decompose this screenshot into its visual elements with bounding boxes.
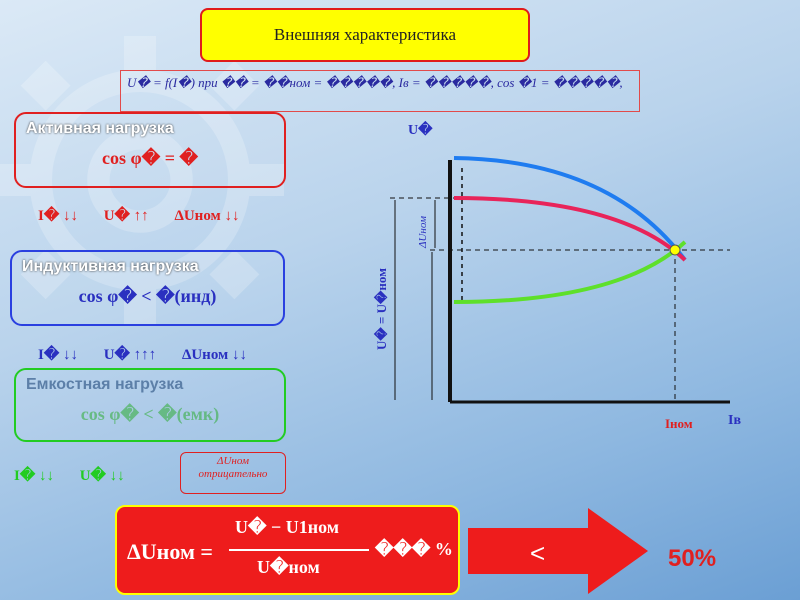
relation-item: U� ↓↓ — [79, 468, 125, 484]
page-title: Внешняя характеристика — [200, 8, 530, 62]
relation-item: I� ↓↓ — [38, 347, 78, 363]
inductive-load-box: Индуктивная нагрузка cos φ� < �(инд) — [10, 250, 285, 326]
y-axis-label: U� — [408, 120, 433, 138]
arrow-symbol: < — [530, 538, 545, 568]
relation-item: ΔUном ↓↓ — [181, 347, 247, 363]
negative-delta-note: ΔUном отрицательно — [180, 452, 286, 494]
delta-u-formula-box: ΔUном = U� − U1ном U�ном ��� % — [115, 505, 460, 595]
fraction-bar — [229, 549, 369, 551]
nominal-point — [669, 244, 681, 256]
x-axis-label: Iв — [728, 413, 741, 428]
formula-denominator: U�ном — [257, 557, 320, 577]
capacitive-load-relations: I� ↓↓ U� ↓↓ — [14, 466, 147, 485]
condition-formula: U� = f(I�) при �� = ��ном = �����, Iв = … — [120, 70, 640, 112]
delta-u-label: ΔUном — [417, 216, 429, 249]
right-arrow-icon: < — [468, 508, 648, 594]
formula-suffix: ��� % — [375, 539, 453, 559]
external-characteristic-chart: U� Iв Iном ΔUном U� = U�ном — [373, 120, 741, 431]
percent-value: 50% — [668, 545, 717, 572]
negative-note-text: отрицательно — [198, 468, 268, 480]
negative-note-label: ΔUном — [217, 455, 249, 467]
inductive-curve — [453, 156, 687, 262]
formula-lhs: ΔUном = — [127, 539, 213, 564]
active-load-box: Активная нагрузка cos φ� = � — [14, 112, 286, 188]
active-load-relations: I� ↓↓ U� ↑↑ ΔUном ↓↓ — [38, 206, 262, 225]
relation-item: U� ↑↑↑ — [103, 347, 157, 363]
active-load-title: Активная нагрузка — [26, 120, 174, 137]
gear-watermark-icon — [0, 36, 284, 324]
relation-item: U� ↑↑ — [103, 208, 149, 224]
capacitive-load-box: Емкостная нагрузка cos φ� < �(емк) — [14, 368, 286, 442]
capacitive-curve — [453, 240, 687, 304]
capacitive-load-formula: cos φ� < �(емк) — [80, 404, 220, 424]
relation-item: I� ↓↓ — [14, 468, 54, 484]
inductive-load-formula: cos φ� < �(инд) — [78, 286, 217, 306]
formula-numerator: U� − U1ном — [235, 517, 340, 537]
capacitive-load-title: Емкостная нагрузка — [26, 376, 184, 393]
active-curve — [453, 196, 687, 262]
relation-item: ΔUном ↓↓ — [174, 208, 240, 224]
inductive-load-title: Индуктивная нагрузка — [22, 258, 199, 275]
relation-item: I� ↓↓ — [38, 208, 78, 224]
u-vertical-label: U� = U�ном — [373, 268, 389, 350]
i-nom-label: Iном — [665, 416, 693, 431]
inductive-load-relations: I� ↓↓ U� ↑↑↑ ΔUном ↓↓ — [38, 345, 269, 364]
active-load-formula: cos φ� = � — [102, 148, 198, 168]
